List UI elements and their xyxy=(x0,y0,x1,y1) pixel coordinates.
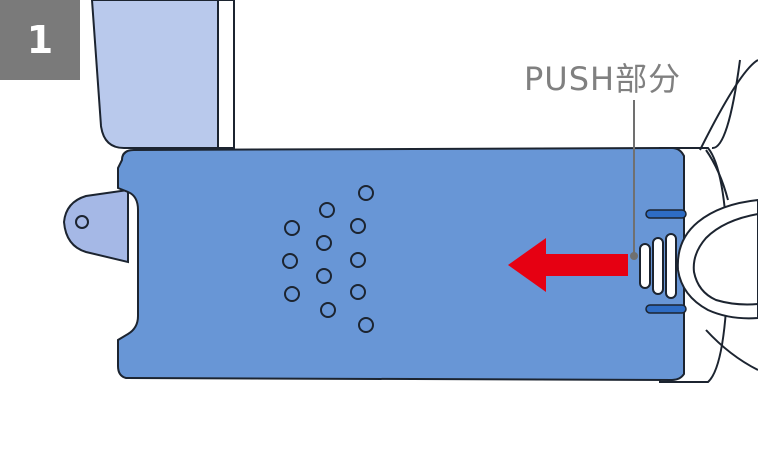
thumb-icon xyxy=(676,149,758,371)
callout-leader xyxy=(630,100,638,260)
lcd-panel xyxy=(90,0,235,149)
step-number-badge: 1 xyxy=(0,0,80,80)
push-ridges xyxy=(639,233,677,299)
speaker-holes-icon xyxy=(282,185,374,333)
battery-cover xyxy=(117,146,685,382)
arrow-left-icon xyxy=(508,238,628,292)
hinge-knob xyxy=(62,188,129,264)
push-callout-label: PUSH部分 xyxy=(524,60,682,98)
slot-markers xyxy=(645,209,687,314)
